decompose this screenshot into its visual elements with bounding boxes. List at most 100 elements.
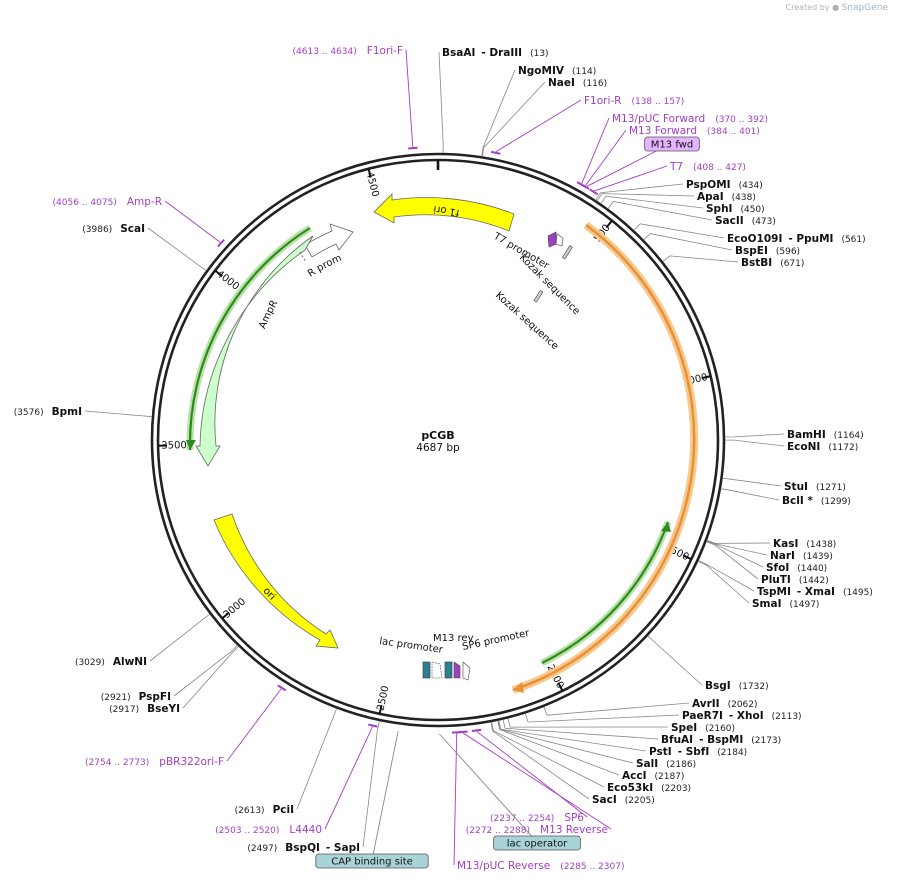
site-leader-line (706, 539, 771, 544)
sp6-promoter-arrow (462, 661, 471, 681)
primer-m13-reverse: (2272 .. 2288)M13 Reverse (466, 824, 608, 836)
site-pspomi: PspOMI(434) (686, 179, 763, 191)
site-paer7i: PaeR7I- XhoI(2113) (682, 710, 802, 722)
site-leader-line (543, 702, 690, 716)
site-pcii: (2613)PciI (235, 804, 294, 816)
tick-mark (557, 682, 564, 692)
boxed-label-leader (439, 733, 538, 843)
site-leader-line (524, 713, 680, 723)
lac-operator-marker (444, 661, 453, 679)
plasmid-length: 4687 bp (416, 442, 460, 454)
orf-green-right-arrowhead (661, 522, 671, 532)
tick-label: 4500 (364, 171, 381, 198)
backbone-outer-circle (150, 152, 726, 728)
primer-marker (471, 728, 482, 733)
site-leader-line (643, 233, 733, 251)
tick-mark (221, 611, 230, 620)
svg-text:f1 ori: f1 ori (433, 203, 460, 218)
orf-orange-arc (512, 223, 696, 692)
primer-leader-line (462, 732, 612, 830)
site-ngomiv: NgoMIV(114) (518, 65, 596, 77)
site-bspqi: (2497)BspQI- SapI (247, 842, 360, 854)
primer-marker (217, 238, 225, 248)
primer-marker (490, 150, 501, 155)
site-leader-line (697, 560, 750, 604)
site-saci: SacI(2205) (592, 794, 655, 806)
primer-marker (277, 684, 287, 692)
site-bseyi: (2917)BseYI (109, 703, 180, 715)
primer-leader-line (585, 129, 627, 186)
tick-mark (378, 704, 383, 715)
site-leader-line (482, 81, 546, 157)
site-stui: StuI(1271) (784, 481, 846, 493)
site-bstbi: BstBI(671) (741, 257, 804, 269)
site-leader-line (362, 720, 380, 848)
site-leader-line (706, 540, 764, 568)
site-avrii: AvrII(2062) (692, 698, 758, 710)
primer-leader-line (405, 49, 414, 148)
feature-ampr-promoter (304, 223, 354, 258)
site-apai: ApaI(438) (697, 191, 756, 203)
kozak-marker-2 (533, 289, 544, 303)
site-leader-line (722, 477, 782, 487)
site-naei: NaeI(116) (548, 77, 607, 89)
site-pspfi: (2921)PspFI (101, 691, 171, 703)
site-leader-line (173, 644, 238, 697)
tick-mark (214, 269, 223, 277)
orf-green-left-arc (188, 227, 311, 451)
svg-text:AmpR: AmpR (257, 299, 280, 331)
tick-mark (367, 168, 372, 178)
site-leader-line (491, 721, 605, 788)
primer-leader-line (495, 99, 582, 153)
primer-f1ori-f: (4613 .. 4634)F1ori-F (293, 45, 404, 57)
primer-m13-puc-forward: M13/pUC Forward(370 .. 392) (612, 113, 768, 125)
site-leader-line (490, 722, 590, 800)
boxed-label-bg-lac-operator (493, 835, 581, 851)
primer-leader-line (324, 726, 373, 830)
site-leader-line (84, 410, 153, 418)
lac-promoter-arrow (431, 661, 443, 679)
site-leader-line (481, 69, 516, 157)
tick-label: 3500 (161, 440, 187, 452)
site-bspei: BspEI(596) (735, 245, 800, 257)
site-econi: EcoNI(1172) (787, 441, 858, 453)
plasmid-name: pCGB (421, 429, 454, 442)
feature-label-ampr: AmpR (257, 299, 280, 331)
site-leader-line (724, 433, 785, 438)
credit-prefix: Created by (785, 3, 830, 12)
primer-amp-r: (4056 .. 4075)Amp-R (53, 196, 162, 208)
ampr-dashed-divider (299, 251, 307, 263)
primer-marker (408, 146, 418, 150)
feature-label-m13-rev: M13 rev (433, 633, 474, 644)
boxed-label-bg-m13-fwd (644, 136, 700, 152)
primer-leader-line (476, 731, 588, 818)
boxed-label-bg-cap-binding-site (315, 853, 429, 869)
t7-promoter-marker (547, 231, 557, 248)
tick-mark (682, 554, 692, 561)
boxed-label-cap-binding-site: CAP binding site (331, 857, 413, 868)
tick-label: 2500 (375, 685, 391, 712)
site-leader-line (507, 718, 669, 728)
site-nari: NarI(1439) (770, 550, 833, 562)
primer-marker (367, 723, 378, 728)
site-ecoo109i: EcoO109I- PpuMI(561) (727, 233, 866, 245)
restriction-sites: BsaAI- DraIII(13)NgoMIV(114)NaeI(116)Psp… (14, 45, 873, 872)
site-smai: SmaI(1497) (752, 598, 819, 610)
primer-f1ori-r: F1ori-R(138 .. 157) (584, 95, 684, 107)
site-leader-line (502, 719, 659, 740)
primer-sp6: (2237 .. 2254)SP6 (490, 812, 584, 824)
site-sali: SalI(2186) (636, 758, 696, 770)
site-leader-line (706, 541, 759, 580)
primer-leader-line (226, 688, 282, 762)
primer-m13-forward: M13 Forward(384 .. 401) (629, 125, 760, 137)
site-leader-line (600, 195, 704, 209)
site-acci: AccI(2187) (622, 770, 684, 782)
tick-label: 4000 (214, 269, 241, 293)
site-leader-line (596, 193, 695, 202)
primer-leader-line (164, 200, 221, 243)
site-alwni: (3029)AlwNI (75, 656, 147, 668)
orf-green-left-arrowhead (186, 440, 196, 450)
feature-label-kozak-2: Kozak sequence (493, 290, 560, 352)
site-leader-line (147, 227, 207, 272)
feature-ampr (195, 235, 314, 467)
